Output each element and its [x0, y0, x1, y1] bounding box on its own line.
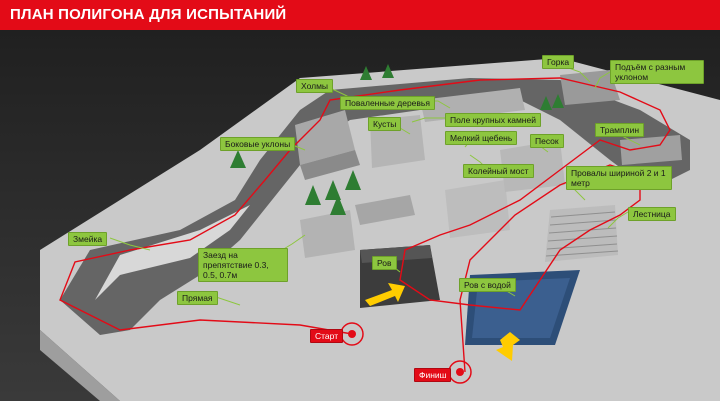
label-start: Старт	[310, 329, 344, 343]
finish-arrow	[496, 332, 520, 361]
label-boulder-field: Поле крупных камней	[445, 113, 541, 127]
start-arrow	[365, 283, 405, 306]
label-moat: Ров	[372, 256, 397, 270]
label-ramp: Трамплин	[595, 123, 645, 137]
label-obstacle-climb: Заезд на препятствие 0.3, 0.5, 0.7м	[198, 248, 288, 282]
label-fallen-trees: Поваленные деревья	[340, 96, 435, 110]
trees	[230, 64, 564, 215]
label-water-moat: Ров с водой	[459, 278, 516, 292]
label-bushes: Кусты	[368, 117, 402, 131]
label-straight: Прямая	[177, 291, 218, 305]
label-staircase: Лестница	[628, 207, 676, 221]
header-bar: ПЛАН ПОЛИГОНА ДЛЯ ИСПЫТАНИЙ	[0, 0, 720, 30]
label-slide: Горка	[542, 55, 575, 69]
label-rut-bridge: Колейный мост	[463, 164, 534, 178]
asphalt-track	[60, 78, 690, 335]
label-side-slopes: Боковые уклоны	[220, 137, 296, 151]
label-sand: Песок	[530, 134, 564, 148]
stairs	[545, 205, 619, 262]
arrows	[365, 283, 520, 361]
label-hills: Холмы	[296, 79, 334, 93]
label-snake: Змейка	[68, 232, 108, 246]
label-fine-gravel: Мелкий щебень	[445, 131, 518, 145]
page-title: ПЛАН ПОЛИГОНА ДЛЯ ИСПЫТАНИЙ	[10, 6, 287, 23]
label-finish: Финиш	[414, 368, 452, 382]
route-line	[59, 77, 671, 373]
label-gaps: Провалы шириной 2 и 1 метр	[566, 166, 672, 190]
label-slope-rise: Подъём с разным уклоном	[610, 60, 704, 84]
